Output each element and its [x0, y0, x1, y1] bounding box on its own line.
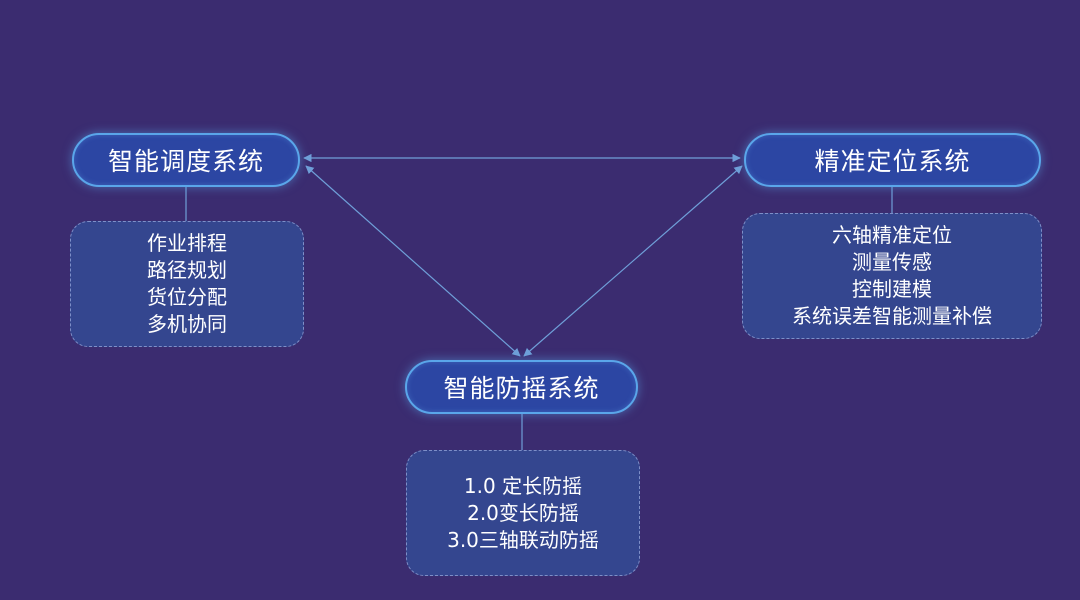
positioning-system-details: 六轴精准定位 测量传感 控制建模 系统误差智能测量补偿	[742, 213, 1042, 339]
arrow-scheduling-antisway	[305, 165, 521, 357]
antisway-system-title: 智能防摇系统	[443, 374, 600, 403]
scheduling-system-details: 作业排程 路径规划 货位分配 多机协同	[70, 221, 304, 347]
detail-item: 作业排程	[147, 231, 227, 255]
detail-item: 测量传感	[852, 250, 932, 274]
scheduling-system-node: 智能调度系统	[72, 133, 300, 187]
scheduling-system-title: 智能调度系统	[107, 147, 264, 176]
detail-item: 3.0三轴联动防摇	[447, 527, 599, 552]
positioning-system-node: 精准定位系统	[744, 133, 1041, 187]
detail-item: 控制建模	[852, 277, 932, 301]
detail-item: 货位分配	[147, 285, 227, 309]
detail-item: 系统误差智能测量补偿	[792, 304, 992, 328]
antisway-system-details: 1.0 定长防摇 2.0变长防摇 3.0三轴联动防摇	[406, 450, 640, 576]
detail-item: 六轴精准定位	[832, 223, 952, 247]
detail-item: 2.0变长防摇	[467, 500, 579, 525]
detail-item: 多机协同	[147, 312, 227, 336]
arrow-positioning-antisway	[523, 165, 743, 357]
antisway-system-node: 智能防摇系统	[405, 360, 638, 414]
detail-item: 路径规划	[147, 258, 227, 282]
positioning-system-title: 精准定位系统	[814, 147, 971, 176]
detail-item: 1.0 定长防摇	[463, 473, 583, 498]
